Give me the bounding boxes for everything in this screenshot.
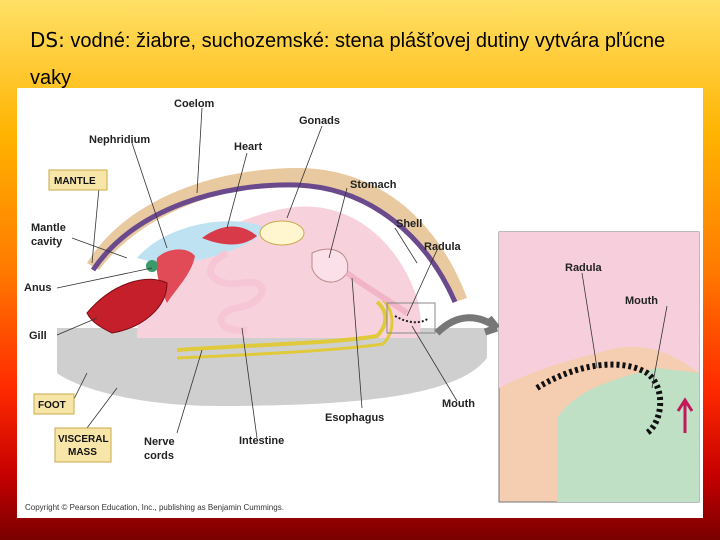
label-esophagus: Esophagus (325, 412, 384, 424)
label-heart: Heart (234, 141, 262, 153)
mollusc-anatomy-figure: Coelom Gonads Nephridium Heart MANTLE St… (17, 88, 703, 518)
gonads-shape (260, 221, 304, 245)
anus-node (146, 260, 158, 272)
label-mouth: Mouth (442, 398, 475, 410)
label-mantle-cavity-2: cavity (31, 236, 63, 248)
label-intestine: Intestine (239, 435, 284, 447)
anatomy-diagram: Coelom Gonads Nephridium Heart MANTLE St… (17, 88, 703, 518)
label-visceral-1: VISCERAL (58, 434, 109, 445)
label-shell: Shell (396, 218, 422, 230)
label-visceral-2: MASS (68, 447, 97, 458)
label-nerve-2: cords (144, 450, 174, 462)
slide-title: DS: vodné: žiabre, suchozemské: stena pl… (30, 22, 700, 97)
label-nephridium: Nephridium (89, 134, 150, 146)
label-foot: FOOT (38, 400, 66, 411)
label-mantle: MANTLE (54, 176, 96, 187)
label-gill: Gill (29, 330, 47, 342)
label-anus: Anus (24, 282, 52, 294)
title-text: vodné: žiabre, suchozemské: stena plášťo… (30, 30, 665, 89)
label-inset-radula: Radula (565, 262, 603, 274)
label-stomach: Stomach (350, 179, 397, 191)
label-coelom: Coelom (174, 98, 215, 110)
title-prefix: DS: (30, 28, 65, 52)
foot-shape (57, 328, 487, 406)
label-inset-mouth: Mouth (625, 295, 658, 307)
label-nerve-1: Nerve (144, 436, 175, 448)
label-gonads: Gonads (299, 115, 340, 127)
label-radula: Radula (424, 241, 462, 253)
copyright-text: Copyright © Pearson Education, Inc., pub… (25, 503, 284, 512)
label-mantle-cavity-1: Mantle (31, 222, 66, 234)
